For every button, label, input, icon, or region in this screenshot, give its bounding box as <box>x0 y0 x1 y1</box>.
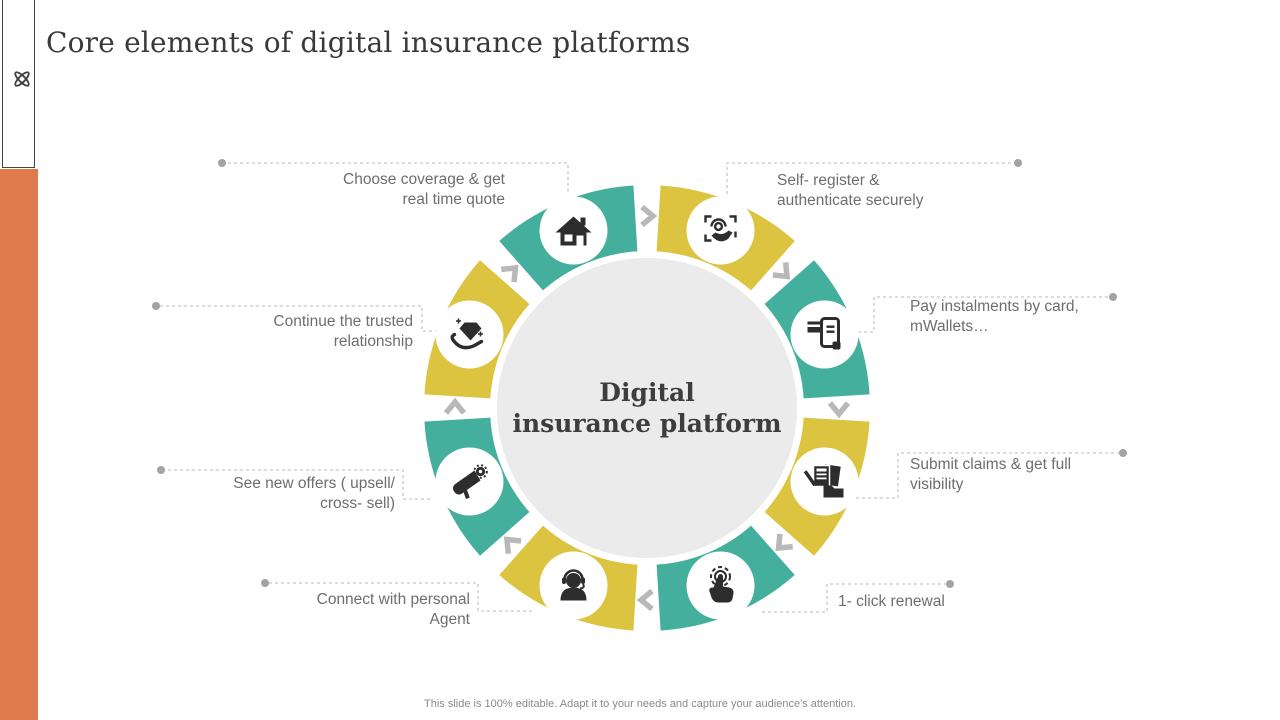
label-connect-agent: Connect with personal Agent <box>316 591 470 628</box>
connector-connect-agent <box>265 582 532 612</box>
chevron-left-icon <box>636 588 654 612</box>
label-self-register: Self- register & authenticate securely <box>777 172 924 209</box>
support-agent-icon <box>560 569 587 601</box>
connector-one-click-renewal <box>762 583 950 613</box>
center-disc <box>497 258 797 558</box>
label-pay-instalments: Pay instalments by card, mWallets… <box>910 298 1079 335</box>
flow-arrows <box>443 204 851 612</box>
connector-continue-trusted <box>156 305 438 332</box>
biometric-authentication-icon <box>704 215 737 242</box>
center-caption: Digital insurance platform <box>497 377 797 439</box>
mobile-payment-icon <box>807 317 841 350</box>
icon-discs <box>435 196 859 620</box>
megaphone-icon <box>452 464 488 499</box>
sidebar-logo-box <box>2 0 35 168</box>
label-submit-claims: Submit claims & get full visibility <box>910 456 1072 493</box>
label-continue-trusted: Continue the trusted relationship <box>273 313 413 350</box>
hand-diamond-icon <box>450 318 484 350</box>
chevron-upleft-icon <box>503 536 522 554</box>
callout-connectors <box>156 162 1123 613</box>
connector-submit-claims <box>856 452 1123 499</box>
tap-click-icon <box>709 566 734 603</box>
connector-choose-coverage <box>222 162 569 192</box>
chevron-upright-icon <box>501 264 519 283</box>
connector-see-offers <box>161 469 430 500</box>
connector-pay-instalments <box>858 296 1113 333</box>
chevron-downright-icon <box>772 262 791 280</box>
slide-title: Core elements of digital insurance platf… <box>46 26 691 59</box>
chevron-down-icon <box>827 401 851 419</box>
editable-note: This slide is 100% editable. Adapt it to… <box>424 698 856 710</box>
connector-end-dots <box>152 159 1127 588</box>
connector-self-register <box>726 162 1018 194</box>
label-see-offers: See new offers ( upsell/ cross- sell) <box>233 475 395 512</box>
label-one-click-renewal: 1- click renewal <box>838 593 945 610</box>
center-caption-line2: insurance platform <box>512 409 782 438</box>
chevron-downleft-icon <box>775 533 793 552</box>
segment-icons <box>450 215 844 603</box>
center-caption-line1: Digital <box>599 378 695 407</box>
chevron-up-icon <box>443 397 467 415</box>
orange-accent-bar <box>0 169 38 720</box>
label-choose-coverage: Choose coverage & get real time quote <box>343 171 505 208</box>
claims-documents-icon <box>803 464 844 498</box>
house-icon <box>555 216 592 246</box>
chevron-right-icon <box>640 204 658 228</box>
petal-cross-logo-icon <box>14 71 30 87</box>
